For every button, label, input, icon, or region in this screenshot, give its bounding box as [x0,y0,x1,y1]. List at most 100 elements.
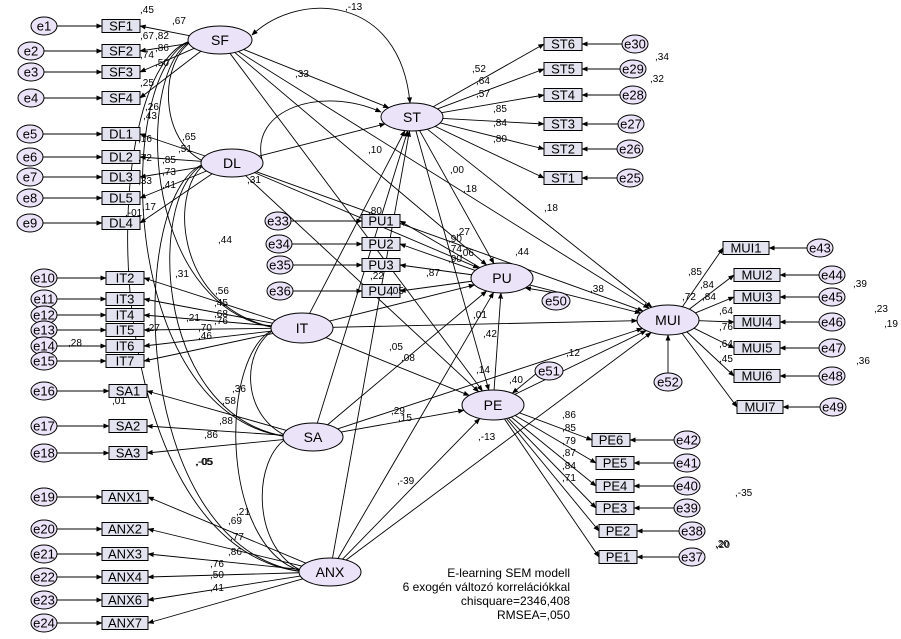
error-label-e11: e11 [34,292,55,307]
coefficient-label: ,21 [186,313,200,324]
error-label-e48: e48 [821,369,843,384]
error-label-e45: e45 [821,290,843,305]
indicator-box-st1 [543,171,583,185]
error-ellipse-e49 [819,397,847,417]
coefficient-label: ,01 [112,396,126,407]
indicator-box-st3 [543,117,583,131]
indicator-label-mui7: MUI7 [744,400,775,415]
coefficient-label: ,18 [463,184,477,195]
indicator-box-anx3 [101,547,149,561]
loading-sf1 [139,24,190,37]
loading-pu2 [399,243,476,271]
error-ellipse-e46 [818,312,846,332]
error-ellipse-e5 [16,124,44,144]
loading-dl2 [139,154,202,162]
coefficient-label: ,74 [140,50,154,61]
correlation-sf-st [251,7,412,104]
error-label-e23: e23 [33,593,55,608]
indicator-label-it7: IT7 [116,354,135,369]
coefficient-label: ,76 [719,322,733,333]
indicator-box-st5 [543,62,583,76]
coefficient-label: ,84 [702,292,716,303]
error-ellipse-e30 [621,34,649,54]
indicator-label-mui4: MUI4 [741,315,772,330]
loading-mui1 [682,247,724,307]
coefficient-label: ,40 [509,375,523,386]
error-label-e3: e3 [24,65,38,80]
coefficient-label: ,73 [162,167,176,178]
indicator-label-dl3: DL3 [109,170,133,185]
coefficient-label: ,-13 [478,432,496,443]
indicator-label-sa1: SA1 [116,384,141,399]
coefficient-label: ,79 [562,436,576,447]
indicator-label-sa3: SA3 [116,446,141,461]
indicator-label-it4: IT4 [116,308,135,323]
error-ellipse-e21 [30,544,58,564]
indicator-label-anx3: ANX3 [108,547,142,562]
error-label-e40: e40 [676,479,698,494]
coefficient-label: ,-05 [196,457,214,468]
indicator-label-anx2: ANX2 [108,522,142,537]
indicator-box-it6 [105,339,145,353]
latent-label-sa: SA [304,429,323,445]
path-anx-pe [342,418,481,560]
loading-sf2 [139,43,190,53]
error-label-e8: e8 [23,191,37,206]
indicator-box-st6 [543,37,583,51]
error-label-e21: e21 [33,547,55,562]
indicator-label-sf4: SF4 [109,91,133,106]
indicator-label-sa2: SA2 [116,419,141,434]
coefficient-label: ,77 [230,532,244,543]
coefficient-label: ,64 [476,76,490,87]
indicator-box-pe6 [591,433,631,447]
coefficient-label: ,17 [142,202,156,213]
path-dl-st [258,122,386,157]
indicator-label-pe1: PE1 [606,550,631,565]
latent-label-pu: PU [492,270,511,286]
loading-pu1 [399,220,481,268]
coefficient-label: ,27 [456,227,470,238]
coefficient-label: ,41 [210,583,224,594]
indicator-box-mui1 [722,241,770,255]
coefficient-label: ,10 [368,145,382,156]
error-ellipse-e1 [30,16,58,36]
error-label-e14: e14 [33,339,55,354]
path-dl-mui [256,171,644,312]
error-label-e26: e26 [619,142,641,157]
coefficient-label: ,45 [719,354,733,365]
latent-ellipse-sa [282,422,344,452]
indicator-box-pu2 [361,237,401,251]
coefficient-label: ,23 [874,304,888,315]
loading-mui7 [681,333,738,408]
coefficient-label: ,-01 [125,208,143,219]
error-ellipse-e2 [17,41,45,61]
indicator-box-pe5 [595,456,635,470]
error-label-e2: e2 [24,44,38,59]
error-ellipse-e41 [673,453,701,473]
disturbance-label-e50: e50 [545,294,567,309]
indicator-box-sf1 [101,19,141,33]
coefficient-label: ,64 [719,339,733,350]
path-it-mui [332,318,638,328]
loading-anx1 [147,496,307,564]
latent-ellipse-pu [470,262,534,294]
loading-pe3 [508,417,597,509]
coefficient-label: ,76 [210,559,224,570]
correlation-it-anx [235,327,306,574]
coefficient-label: ,90 [448,254,462,265]
indicator-box-dl5 [101,191,141,205]
error-ellipse-e25 [616,168,644,188]
indicator-box-anx6 [101,593,149,607]
coefficient-label: ,72 [682,292,696,303]
indicator-label-pe6: PE6 [599,433,624,448]
indicator-box-pe1 [598,550,638,564]
loading-anx6 [147,575,301,602]
indicator-label-pe2: PE2 [606,524,631,539]
path-anx-pu [337,291,494,559]
error-ellipse-e16 [30,381,58,401]
coefficient-label: ,82 [155,31,169,42]
indicator-box-mui3 [733,290,781,304]
indicator-box-sa3 [108,446,148,460]
coefficient-label: ,08 [401,353,415,364]
